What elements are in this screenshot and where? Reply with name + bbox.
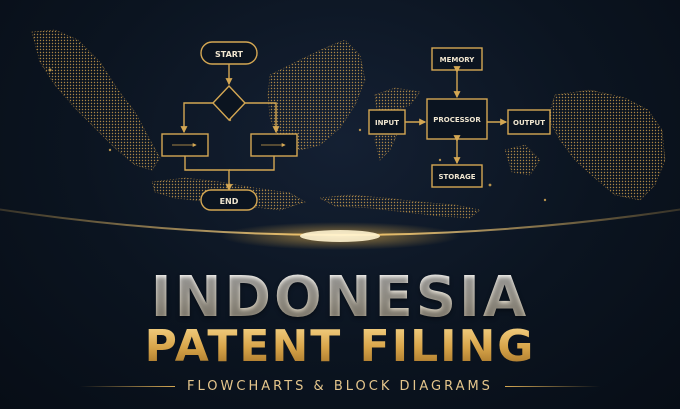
flowchart-end-label: END	[220, 197, 239, 206]
block-storage-label: STORAGE	[438, 173, 475, 181]
subtitle-row: FLOWCHARTS & BLOCK DIAGRAMS	[0, 376, 680, 396]
flowchart-end-node	[200, 189, 258, 211]
block-diagram	[368, 47, 551, 188]
indonesia-map	[31, 29, 666, 219]
flowchart	[161, 41, 298, 211]
flowchart-start-label: START	[215, 50, 244, 59]
block-processor-label: PROCESSOR	[433, 116, 481, 124]
flowchart-decision-node	[212, 84, 246, 122]
island-papua	[547, 89, 666, 201]
island-maluku	[504, 144, 541, 176]
island-kalimantan	[267, 39, 366, 151]
subtitle: FLOWCHARTS & BLOCK DIAGRAMS	[187, 378, 493, 394]
horizon-arc	[0, 208, 680, 250]
block-memory-label: MEMORY	[440, 56, 476, 64]
block-input	[368, 109, 406, 135]
block-input-label: INPUT	[375, 119, 399, 127]
island-lesser-sunda	[318, 194, 481, 219]
subtitle-divider-left	[80, 385, 176, 387]
title-line-2: PATENT FILING	[0, 323, 680, 371]
island-sumatra	[31, 29, 161, 171]
title-line-1: INDONESIA	[0, 268, 680, 328]
block-processor	[426, 98, 488, 140]
block-storage	[431, 164, 483, 188]
subtitle-divider-right	[504, 385, 600, 387]
block-output-label: OUTPUT	[513, 119, 545, 127]
block-output	[507, 109, 551, 135]
